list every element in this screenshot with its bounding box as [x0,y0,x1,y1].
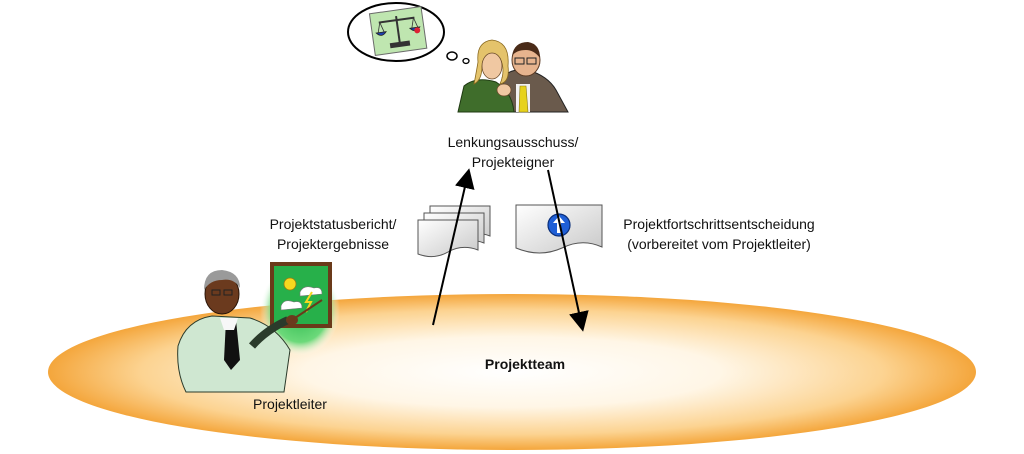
presenter-with-weather-chart-icon [177,262,340,393]
steering-committee-label: Lenkungsausschuss/ Projekteigner [443,132,583,172]
project-leader-label: Projektleiter [253,396,327,412]
status-report-arrow [432,168,475,326]
decision-arrow [547,169,589,332]
project-team-label: Projektteam [484,356,566,372]
decision-line1: Projektfortschrittsentscheidung [623,216,815,232]
decision-line2: (vorbereitet vom Projektleiter) [627,236,811,252]
two-business-people-icon [457,39,569,113]
status-report-line1: Projektstatusbericht/ [269,216,397,232]
steering-committee-line1: Lenkungsausschuss/ [447,134,579,150]
status-report-label: Projektstatusbericht/ Projektergebnisse [258,214,408,254]
steering-committee-line2: Projekteigner [471,154,555,170]
status-report-line2: Projektergebnisse [276,236,390,252]
decision-label: Projektfortschrittsentscheidung (vorbere… [612,214,826,254]
scales-of-justice-icon [368,6,428,56]
decision-document [515,204,603,254]
